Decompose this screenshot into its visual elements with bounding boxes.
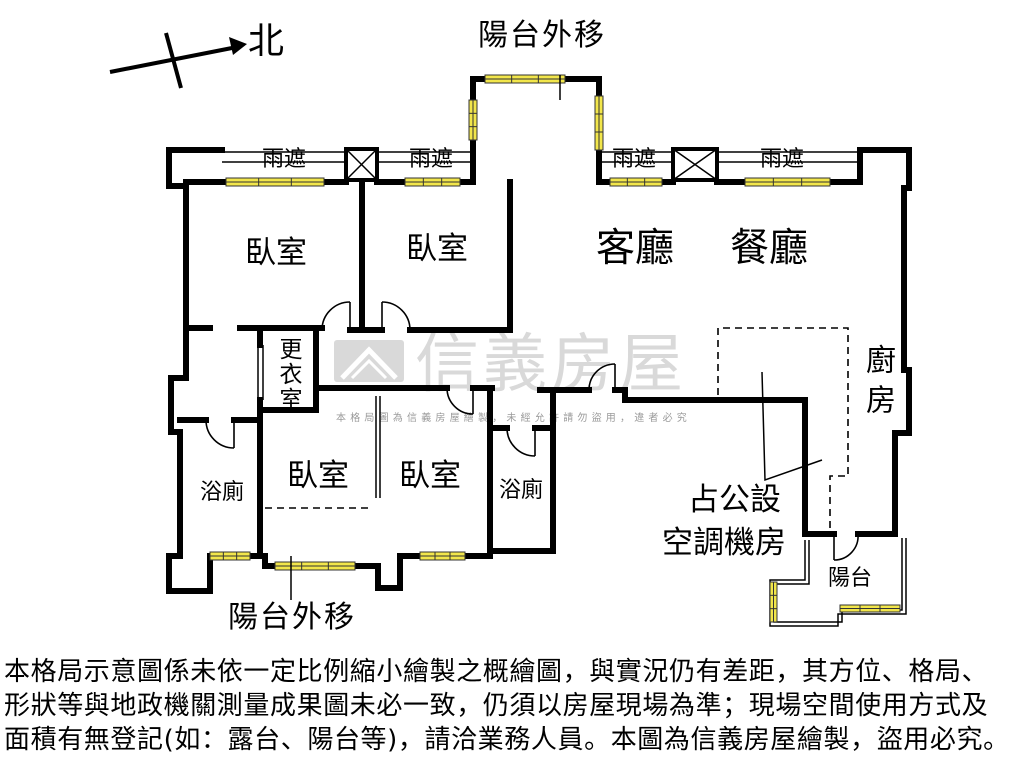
window [594, 95, 604, 151]
floor-plan [109, 32, 912, 627]
wall [487, 385, 556, 554]
disclaimer-line: 面積有無登記(如：露台、陽台等)，請洽業務人員。本圖為信義房屋繪製，盜用必究。 [4, 725, 1010, 755]
windows [209, 74, 901, 623]
rain-cover-label: 雨遮 [262, 147, 307, 172]
window [274, 561, 356, 571]
rain-covers [222, 151, 860, 163]
window [839, 604, 901, 613]
room-label-bathroom-1: 浴廁 [200, 480, 245, 505]
ac-vent-box [344, 147, 379, 182]
compass-crossbar [164, 32, 183, 89]
disclaimer: 本格局示意圖係未依一定比例縮小繪製之概繪圖，與實況仍有差距，其方位、格局、 形狀… [4, 655, 1010, 757]
room-label-bedroom-1: 臥室 [245, 235, 307, 271]
watermark-brand: 信義房屋 [415, 328, 687, 402]
window [404, 177, 461, 187]
sliding-doors [257, 345, 381, 498]
room-label-shared-ac-room-line-2: 空調機房 [662, 525, 786, 561]
balcony-moved-label-top: 陽台外移 [478, 18, 606, 53]
wall [166, 147, 225, 594]
room-label-bedroom-4: 臥室 [399, 458, 461, 494]
compass [109, 32, 247, 89]
watermark-notice: 本格局圖為信義房屋繪製，未經允許請勿盜用，違者必究 [336, 413, 691, 424]
ac-vent-boxes [344, 147, 719, 182]
disclaimer-line: 形狀等與地政機關測量成果圖未必一致，仍須以房屋現場為準；現場空間使用方式及 [4, 691, 989, 721]
room-label-kitchen: 廚房 [860, 344, 895, 424]
rain-cover-label: 雨遮 [760, 147, 805, 172]
door-swing-arc [321, 301, 351, 331]
rain-cover-line [378, 151, 473, 163]
window [609, 177, 663, 187]
window [468, 99, 478, 141]
room-label-bedroom-3: 臥室 [287, 458, 349, 494]
room-label-dining-room: 餐廳 [730, 226, 809, 271]
room-label-shared-ac-room-line-1: 占公設 [688, 482, 781, 518]
window [419, 551, 466, 561]
wall [183, 325, 513, 333]
window [769, 581, 778, 623]
room-label-bathroom-2: 浴廁 [499, 478, 544, 503]
door-swing-arc [381, 301, 411, 331]
rain-cover-line [222, 151, 345, 163]
leader-line [761, 371, 823, 482]
window [484, 74, 566, 84]
rain-cover-label: 雨遮 [409, 147, 454, 172]
walls [166, 76, 912, 594]
room-label-bedroom-2: 臥室 [406, 231, 468, 267]
balcony-moved-label-bottom: 陽台外移 [228, 600, 356, 635]
door-swing-arc [833, 533, 859, 561]
watermark-logo-icon [334, 340, 404, 382]
north-label: 北 [248, 21, 285, 62]
door-swing-arc [506, 427, 536, 457]
door-swing-arc [205, 419, 235, 449]
dashed-boundary [717, 327, 849, 528]
wall [537, 387, 837, 537]
room-label-living-room: 客廳 [596, 226, 675, 271]
compass-arrow-shaft [109, 46, 233, 74]
rain-cover-line [717, 151, 860, 163]
door-swing-arc [588, 363, 616, 391]
wall [855, 147, 912, 537]
wall [470, 76, 602, 185]
rain-cover-label: 雨遮 [612, 147, 657, 172]
sliding-door [257, 345, 264, 400]
window [209, 551, 251, 561]
window [744, 177, 831, 187]
wall [247, 553, 493, 591]
sliding-door [375, 396, 381, 498]
window [225, 177, 325, 187]
ac-vent-box [671, 147, 719, 182]
rain-cover-line [599, 151, 673, 163]
compass-arrowhead [229, 37, 247, 55]
room-label-walk-in-closet: 更衣室 [275, 337, 301, 412]
room-label-balcony: 陽台 [828, 566, 873, 591]
disclaimer-line: 本格局示意圖係未依一定比例縮小繪製之概繪圖，與實況仍有差距，其方位、格局、 [4, 657, 989, 687]
doors [205, 301, 859, 561]
door-swing-arc [446, 387, 474, 415]
